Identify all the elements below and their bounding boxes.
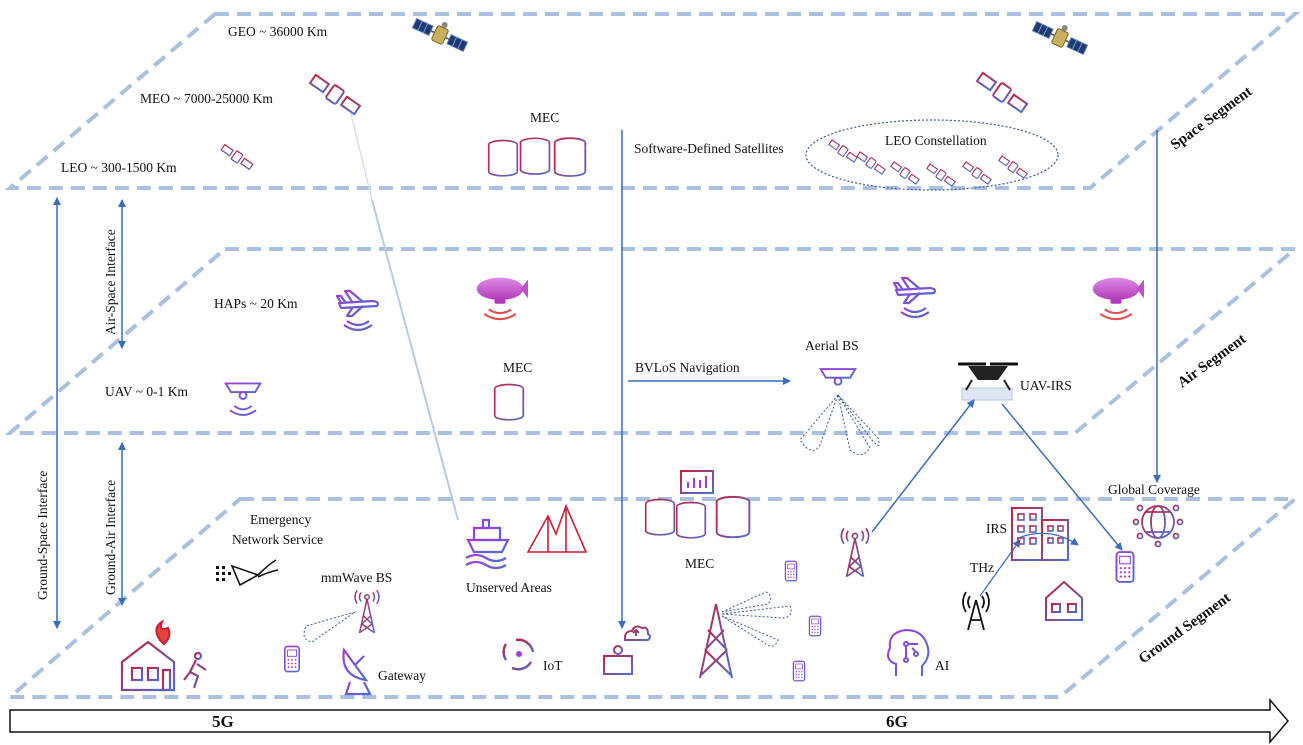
air-space-interface-label: Air-Space Interface xyxy=(103,229,118,335)
geo-satellite-icon xyxy=(410,15,470,55)
haps-airship-icon xyxy=(475,276,528,321)
emergency-label-line1: Emergency xyxy=(250,512,311,527)
leo-sat-3-icon xyxy=(889,160,921,186)
leo-sat-1-icon xyxy=(827,138,859,164)
meo-label: MEO ~ 7000-25000 Km xyxy=(140,91,273,106)
ai-head-icon xyxy=(887,628,930,676)
thz-link-arrow xyxy=(979,539,1021,597)
haps-label: HAPs ~ 20 Km xyxy=(214,296,298,311)
leo-sat-2-icon xyxy=(855,150,887,176)
air-mec-database-stack-icon xyxy=(493,383,525,421)
ground-phone-icon-4 xyxy=(792,660,806,682)
leo-constellation-ellipse xyxy=(805,119,1059,191)
thz-label: THz xyxy=(970,560,994,575)
geo-satellite-icon-right xyxy=(1030,18,1090,58)
ground-phone-icon-1 xyxy=(283,645,301,673)
iot-label: IoT xyxy=(543,658,563,673)
emergency-label-line2: Network Service xyxy=(232,532,323,547)
tower-to-uav-irs-arrow xyxy=(871,399,975,533)
meo-to-ground-link xyxy=(371,199,459,521)
ground-mec-database-stack-icon xyxy=(644,470,751,539)
ground-mec-label: MEC xyxy=(685,556,714,571)
ground-space-interface-label: Ground-Space Interface xyxy=(35,471,50,600)
leo-sat-6-icon xyxy=(997,154,1029,180)
mmwave-beam xyxy=(303,611,356,643)
gateway-label: Gateway xyxy=(378,668,426,683)
software-defined-satellites-label: Software-Defined Satellites xyxy=(634,141,784,156)
uav-drone-icon xyxy=(219,377,267,417)
uav-irs-to-phone-arrow xyxy=(1001,403,1123,551)
iot-icon xyxy=(502,638,535,671)
geo-label: GEO ~ 36000 Km xyxy=(228,24,328,39)
ground-phone-icon-5 xyxy=(1115,551,1135,583)
global-coverage-globe-icon xyxy=(1132,504,1184,548)
ai-label: AI xyxy=(935,658,950,673)
thz-antenna-icon xyxy=(962,591,990,631)
unserved-ship-icon xyxy=(465,518,510,570)
aerial-bs-beams xyxy=(799,394,880,455)
emergency-service-icon xyxy=(216,559,279,587)
macro-tower-beams xyxy=(721,591,792,647)
global-coverage-label: Global Coverage xyxy=(1108,482,1200,497)
ground-phone-icon-2 xyxy=(784,560,798,582)
space-mec-label: MEC xyxy=(530,110,559,125)
emergency-house-icon xyxy=(120,619,207,692)
space-segment-label: Space Segment xyxy=(1168,84,1255,154)
mmwave-cell-tower-icon xyxy=(354,589,380,634)
unserved-areas-label: Unserved Areas xyxy=(466,580,552,595)
air-plane xyxy=(4,247,1301,435)
ground-segment-label: Ground Segment xyxy=(1136,590,1234,667)
ground-plane xyxy=(4,497,1301,699)
gateway-satellite-dish-icon xyxy=(342,647,372,696)
uav-label: UAV ~ 0-1 Km xyxy=(105,384,188,399)
haps-airplane-icon xyxy=(335,289,379,332)
leo-sat-4-icon xyxy=(925,162,957,188)
ground-small-cell-tower-icon xyxy=(840,527,870,578)
meo-to-space-edge-link xyxy=(349,109,373,201)
airplane-icon-right xyxy=(892,276,937,319)
timeline-6g-label: 6G xyxy=(886,712,908,731)
space-plane xyxy=(4,12,1301,190)
ground-air-interface-label: Ground-Air Interface xyxy=(103,480,118,595)
ground-house-icon xyxy=(1045,580,1083,621)
leo-sat-5-icon xyxy=(961,160,993,186)
mmwave-bs-label: mmWave BS xyxy=(321,570,392,585)
unserved-mountain-icon xyxy=(526,503,588,553)
irs-building-icon xyxy=(1011,507,1069,561)
5g-to-6g-timeline-arrow xyxy=(9,697,1289,745)
timeline-5g-label: 5G xyxy=(212,712,234,731)
airship-icon-right xyxy=(1091,276,1144,321)
uav-irs-drone-icon xyxy=(958,362,1018,401)
leo-label: LEO ~ 300-1500 Km xyxy=(61,160,177,175)
space-mec-database-stack-icon xyxy=(487,137,587,177)
meo-satellite-icon-right xyxy=(974,70,1030,115)
uav-irs-label: UAV-IRS xyxy=(1020,378,1072,393)
leo-constellation-label: LEO Constellation xyxy=(885,133,987,148)
meo-satellite-icon xyxy=(307,72,363,117)
air-mec-label: MEC xyxy=(503,360,532,375)
aerial-bs-label: Aerial BS xyxy=(805,338,859,353)
ground-phone-icon-3 xyxy=(808,615,822,637)
ground-macro-cell-tower-icon xyxy=(699,603,733,679)
leo-satellite-icon xyxy=(219,142,255,172)
laptop-cloud-icon xyxy=(598,625,651,679)
bvlos-navigation-label: BVLoS Navigation xyxy=(635,360,740,375)
irs-label: IRS xyxy=(986,521,1007,536)
aerial-bs-drone-icon xyxy=(814,362,862,386)
irs-reflection-arrow xyxy=(1017,532,1079,546)
